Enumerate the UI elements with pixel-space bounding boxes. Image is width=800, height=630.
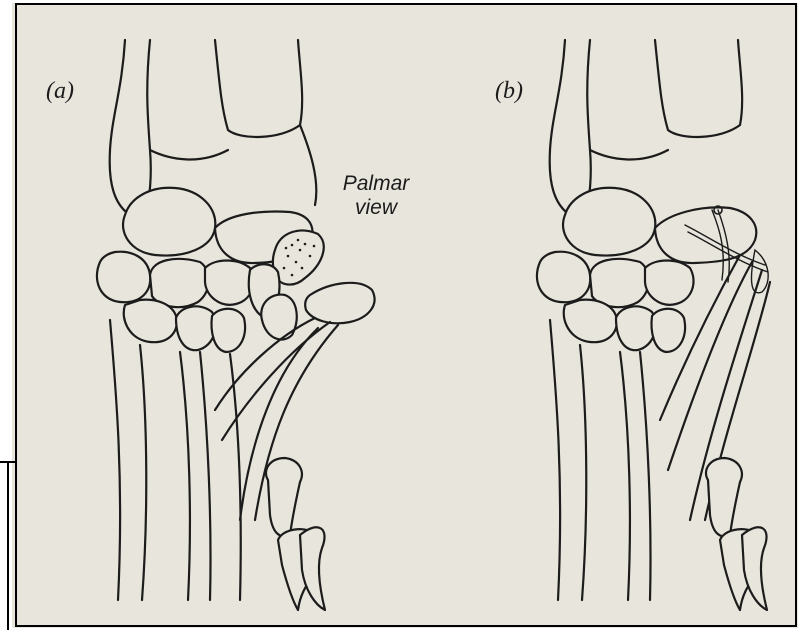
palmar-view-label: Palmar view	[336, 172, 416, 220]
scaphoid-bone	[123, 188, 215, 256]
panel-b-label: (b)	[495, 78, 523, 105]
palmar-view-label-line2: view	[336, 196, 416, 220]
palmar-view-label-line1: Palmar	[336, 172, 416, 196]
panel-a-label: (a)	[46, 78, 74, 105]
